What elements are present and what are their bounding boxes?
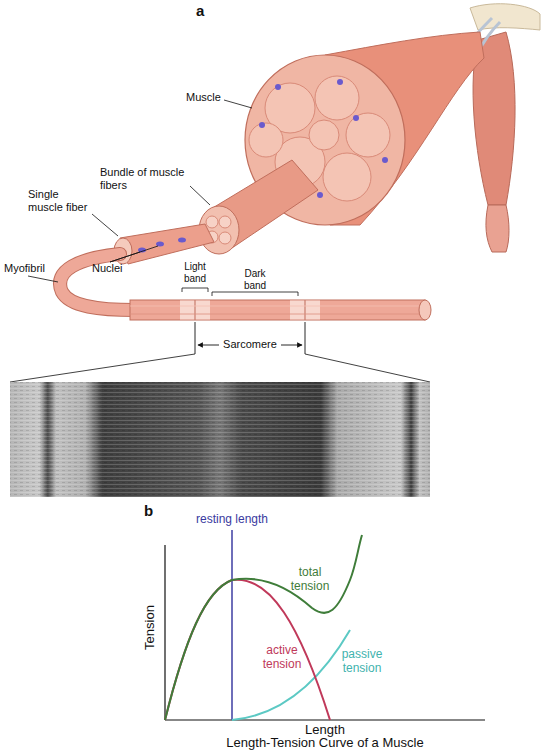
figure-caption: Length-Tension Curve of a Muscle — [195, 736, 455, 751]
band-brackets-part — [212, 292, 298, 296]
bundle-illustration — [199, 160, 318, 254]
band-brackets — [10, 288, 430, 382]
myofibril-illustration-part — [180, 301, 210, 320]
bundle-illustration-part — [219, 232, 231, 244]
arm-illustration-part — [486, 205, 509, 252]
myofibril-illustration-part — [290, 301, 320, 320]
muscle-illustration-part — [346, 113, 390, 157]
length-tension-graph-part — [165, 580, 330, 720]
micrograph-part — [10, 382, 430, 497]
axis-title: Tension — [143, 592, 158, 662]
band-brackets-part — [195, 322, 196, 354]
part-label: Single muscle fiber — [28, 188, 94, 213]
myofibril-illustration-part — [130, 300, 425, 320]
muscle-illustration-part — [259, 122, 265, 128]
myofibril-illustration-part — [304, 300, 305, 320]
panel-letter: b — [144, 502, 164, 519]
band-brackets-part — [10, 354, 195, 382]
length-tension-graph-part — [165, 719, 485, 720]
muscle-illustration-part — [309, 120, 339, 150]
part-label: Sarcomere — [219, 338, 281, 351]
axis-marker-label: resting length — [177, 513, 287, 527]
leader-lines-part — [224, 100, 252, 108]
part-label: Bundle of muscle fibers — [100, 166, 192, 191]
curve-label: passive tension — [333, 648, 391, 676]
muscle-illustration-part — [317, 192, 323, 198]
part-label: Nuclei — [92, 262, 142, 275]
micrograph-part — [10, 382, 430, 497]
leader-lines-part — [28, 276, 58, 282]
band-brackets-part — [305, 354, 430, 382]
leader-lines-part — [92, 214, 118, 236]
panel-letter: a — [196, 2, 216, 19]
band-brackets-part — [305, 322, 306, 354]
part-label: Light band — [175, 261, 215, 284]
myofibril-illustration — [60, 254, 431, 320]
length-tension-graph-part — [232, 630, 350, 720]
length-tension-graph — [165, 530, 485, 720]
bundle-illustration-part — [219, 216, 231, 228]
leader-lines — [28, 100, 252, 282]
fiber-illustration-part — [120, 224, 214, 264]
bundle-illustration-part — [206, 216, 218, 228]
curve-label: total tension — [283, 566, 337, 594]
length-tension-graph-part — [165, 535, 362, 720]
muscle-illustration-part — [382, 157, 388, 163]
micrograph — [10, 382, 430, 497]
muscle-illustration-part — [315, 76, 359, 120]
leader-lines-part — [110, 246, 158, 262]
muscle-illustration-part — [323, 153, 371, 201]
muscle-illustration-part — [337, 79, 343, 85]
fiber-illustration-part — [178, 238, 186, 243]
band-brackets-part — [182, 288, 208, 292]
muscle-illustration-part — [275, 84, 281, 90]
fiber-illustration — [114, 224, 214, 264]
muscle-illustration-part — [353, 115, 359, 121]
myofibril-illustration-part — [419, 300, 431, 320]
part-label: Dark band — [235, 268, 275, 291]
curve-label: active tension — [256, 644, 308, 672]
myofibril-illustration-part — [130, 306, 425, 307]
part-label: Muscle — [186, 91, 236, 104]
myofibril-illustration-part — [194, 300, 195, 320]
length-tension-graph-part — [164, 545, 165, 720]
bundle-illustration-part — [206, 160, 318, 248]
arm-illustration-part — [470, 4, 540, 30]
fiber-illustration-part — [156, 242, 164, 247]
part-label: Myofibril — [4, 262, 64, 275]
myofibril-illustration-part — [130, 314, 425, 315]
muscle-illustration-part — [249, 123, 283, 157]
leader-lines-part — [190, 186, 210, 205]
length-tension-graph-part — [231, 530, 233, 720]
